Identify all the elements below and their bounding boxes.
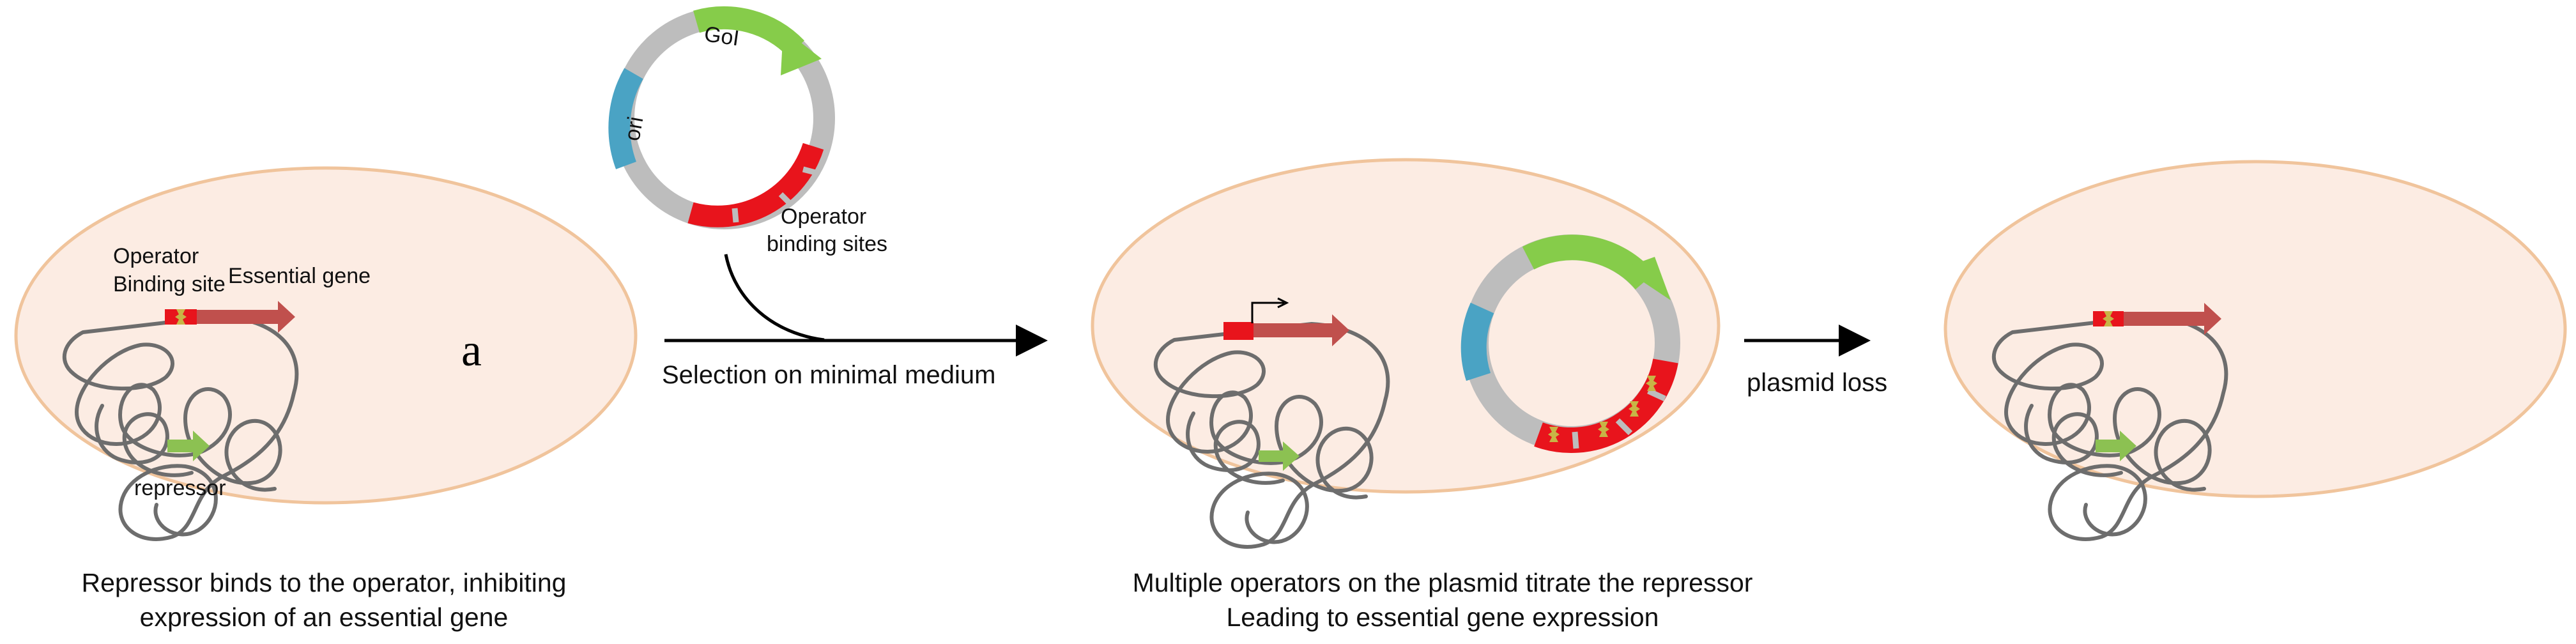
cell-3-essential-gene-arrow xyxy=(2124,303,2221,335)
cell-3-membrane xyxy=(1943,160,2567,498)
cell-2-plasmid-operator-segment xyxy=(1534,358,1678,454)
cell-1-essential-gene-arrow xyxy=(197,301,295,333)
free-plasmid-goi-arrowhead xyxy=(781,29,822,75)
caption-cell-1-line-2: expression of an essential gene xyxy=(140,602,509,632)
cell-1: Operator Binding site Essential gene rep… xyxy=(14,166,638,539)
free-plasmid-gap-3 xyxy=(732,208,739,223)
free-plasmid-operator-label-2: binding sites xyxy=(767,232,887,256)
cell-1-membrane xyxy=(14,166,638,505)
plasmid-loss-label: plasmid loss xyxy=(1747,369,1887,397)
cell-2-plasmid-gap-1 xyxy=(1647,388,1666,402)
cell-2-promoter-arrowhead xyxy=(1277,297,1289,309)
cell-3 xyxy=(1943,160,2567,539)
cell-1-repressor-label: repressor xyxy=(134,476,226,500)
free-plasmid-gap-2 xyxy=(778,192,793,207)
free-plasmid-gap-1 xyxy=(802,166,819,176)
free-plasmid-ori-label: ori xyxy=(620,115,648,143)
cell-1-essential-gene-label: Essential gene xyxy=(228,264,371,288)
cell-2-essential-gene-arrow xyxy=(1254,314,1349,346)
cell-2-plasmid-goi-arrowhead xyxy=(1623,257,1671,300)
cell-2-repressor-gene-arrow xyxy=(1259,441,1300,471)
cell-2-plasmid-gap-3 xyxy=(1572,431,1579,449)
cell-2 xyxy=(1091,158,1721,547)
free-plasmid: GoI ori Operator binding sites xyxy=(608,6,887,256)
free-plasmid-operator-label-1: Operator xyxy=(781,204,866,229)
panel-letter: a xyxy=(461,325,482,376)
caption-cell-2-line-2: Leading to essential gene expression xyxy=(1227,602,1659,632)
free-plasmid-operator-segment xyxy=(687,142,824,227)
cell-2-plasmid-gap-2 xyxy=(1615,418,1633,436)
cell-1-repressor-gene-arrow xyxy=(167,431,210,461)
caption-cell-2-line-1: Multiple operators on the plasmid titrat… xyxy=(1133,568,1753,597)
cell-2-plasmid-ori-segment xyxy=(1460,302,1494,381)
cell-2-membrane xyxy=(1091,158,1721,494)
plasmid-loss-step: plasmid loss xyxy=(1744,325,1887,397)
free-plasmid-ori-segment xyxy=(608,68,643,169)
cell-3-repressor-gene-arrow xyxy=(2096,431,2136,461)
caption-cell-1-line-1: Repressor binds to the operator, inhibit… xyxy=(82,568,567,597)
selection-curve xyxy=(724,254,825,342)
free-plasmid-goi-label: GoI xyxy=(703,22,741,50)
cell-1-operator-label-1: Operator xyxy=(113,244,199,268)
cell-2-operator-site xyxy=(1223,322,1254,340)
cell-1-operator-label-2: Binding site xyxy=(113,272,226,296)
cell-2-promoter-arrow xyxy=(1251,302,1284,323)
selection-label: Selection on minimal medium xyxy=(662,361,995,389)
selection-step: Selection on minimal medium xyxy=(662,254,1048,389)
